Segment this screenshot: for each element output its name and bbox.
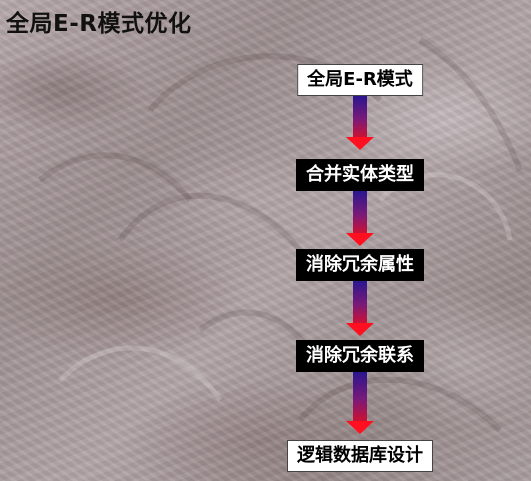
arrow-head: [346, 137, 374, 150]
step-logical-database-design: 逻辑数据库设计: [287, 440, 433, 472]
down-arrow-2: [346, 191, 374, 246]
step-global-er-schema: 全局E-R模式: [297, 64, 423, 96]
arrow-head: [346, 421, 374, 434]
down-arrow-3: [346, 281, 374, 336]
arrow-shaft: [353, 191, 367, 234]
step-remove-redundant-attributes: 消除冗余属性: [296, 249, 424, 281]
step-remove-redundant-relationships: 消除冗余联系: [296, 340, 424, 372]
arrow-head: [346, 233, 374, 246]
step-merge-entity-types: 合并实体类型: [296, 159, 424, 191]
arrow-shaft: [353, 372, 367, 422]
arrow-head: [346, 323, 374, 336]
arrow-shaft: [353, 96, 367, 138]
down-arrow-1: [346, 96, 374, 150]
down-arrow-4: [346, 372, 374, 434]
slide-title: 全局E-R模式优化: [6, 11, 192, 37]
arrow-shaft: [353, 281, 367, 324]
